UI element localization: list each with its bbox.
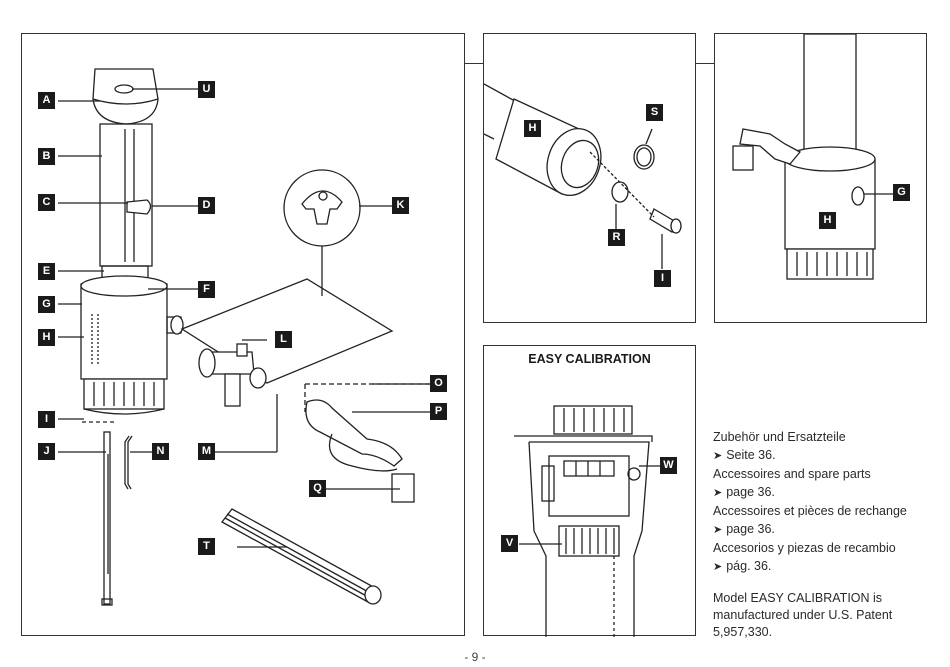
label-h: H	[524, 120, 541, 137]
panel-connector	[696, 63, 714, 64]
label-n: N	[152, 443, 169, 460]
accessories-de: Zubehör und Ersatzteile ➤Seite 36.	[713, 429, 938, 465]
calibration-panel: EASY CALIBRATION W V	[483, 345, 696, 637]
label-h: H	[819, 212, 836, 229]
label-g: G	[893, 184, 910, 201]
accessories-es-page-row: ➤pág. 36.	[713, 558, 938, 577]
label-b: B	[38, 148, 55, 165]
calibration-title: EASY CALIBRATION	[528, 352, 651, 366]
label-g: G	[38, 296, 55, 313]
calibration-illustration	[514, 405, 660, 637]
label-o: O	[430, 375, 447, 392]
label-s: S	[646, 104, 663, 121]
label-f: F	[198, 281, 215, 298]
label-q: Q	[309, 480, 326, 497]
panel-connector	[465, 63, 483, 64]
accessories-reference: Zubehör und Ersatzteile ➤Seite 36. Acces…	[713, 429, 938, 577]
label-w: W	[660, 457, 677, 474]
label-v: V	[501, 535, 518, 552]
label-i: I	[38, 411, 55, 428]
accessories-fr: Accessoires et pièces de rechange ➤page …	[713, 503, 938, 539]
detail-panel-seal: H S R I	[483, 33, 696, 323]
accessories-fr-page: page 36.	[726, 521, 775, 536]
accessories-en-title: Accessoires and spare parts	[713, 467, 871, 481]
dispenser-illustration	[58, 68, 432, 606]
page-number: - 9 -	[464, 650, 486, 664]
label-d: D	[198, 197, 215, 214]
label-c: C	[38, 194, 55, 211]
label-e: E	[38, 263, 55, 280]
accessories-de-page: Seite 36.	[726, 447, 776, 462]
accessories-en: Accessoires and spare parts ➤page 36.	[713, 466, 938, 502]
label-l: L	[275, 331, 292, 348]
housing-detail-illustration	[732, 34, 893, 280]
arrow-icon: ➤	[713, 486, 723, 499]
label-t: T	[198, 538, 215, 555]
detail-panel-housing: G H	[714, 33, 927, 323]
patent-line-2: manufactured under U.S. Patent	[713, 608, 893, 622]
accessories-de-page-row: ➤Seite 36.	[713, 447, 938, 466]
arrow-icon: ➤	[713, 449, 723, 462]
patent-note: Model EASY CALIBRATION is manufactured u…	[713, 590, 938, 641]
accessories-de-title: Zubehör und Ersatzteile	[713, 430, 846, 444]
accessories-es: Accesorios y piezas de recambio ➤pág. 36…	[713, 540, 938, 576]
accessories-en-page: page 36.	[726, 484, 775, 499]
seal-detail-illustration	[484, 83, 682, 269]
accessories-fr-title: Accessoires et pièces de rechange	[713, 504, 907, 518]
label-i: I	[654, 270, 671, 287]
patent-line-1: Model EASY CALIBRATION is	[713, 591, 883, 605]
label-m: M	[198, 443, 215, 460]
label-a: A	[38, 92, 55, 109]
accessories-fr-page-row: ➤page 36.	[713, 521, 938, 540]
label-u: U	[198, 81, 215, 98]
patent-line-3: 5,957,330.	[713, 625, 773, 639]
label-j: J	[38, 443, 55, 460]
main-diagram-panel: A U B C D E F G H I J N M L K O P Q T	[21, 33, 465, 636]
arrow-icon: ➤	[713, 560, 723, 573]
label-h: H	[38, 329, 55, 346]
label-k: K	[392, 197, 409, 214]
label-r: R	[608, 229, 625, 246]
accessories-es-title: Accesorios y piezas de recambio	[713, 541, 896, 555]
accessories-en-page-row: ➤page 36.	[713, 484, 938, 503]
label-p: P	[430, 403, 447, 420]
arrow-icon: ➤	[713, 523, 723, 536]
accessories-es-page: pág. 36.	[726, 558, 772, 573]
